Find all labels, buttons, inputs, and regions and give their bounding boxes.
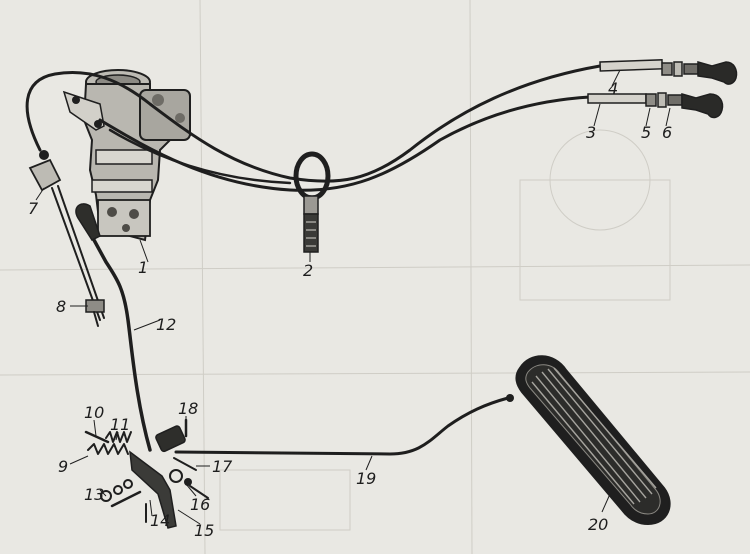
callout-1: 1 (138, 258, 148, 277)
leader-lines (35, 69, 671, 525)
callout-14: 14 (150, 511, 170, 530)
callout-16: 16 (190, 495, 210, 514)
throttle-cable (98, 95, 592, 192)
callout-17: 17 (212, 457, 233, 476)
choke-cable-bracket (28, 150, 105, 321)
pedal-linkage-hardware (84, 418, 209, 529)
callout-4: 4 (608, 79, 618, 98)
pedal-connecting-rod (174, 394, 514, 456)
cable-clamp (293, 151, 331, 253)
callout-7: 7 (28, 199, 39, 218)
lower-knob-assembly (587, 92, 724, 119)
callout-13: 13 (84, 485, 104, 504)
callout-10: 10 (84, 403, 104, 422)
callout-8: 8 (56, 297, 66, 316)
callout-18: 18 (178, 399, 198, 418)
callout-15: 15 (194, 521, 214, 540)
callout-19: 19 (356, 469, 376, 488)
callout-labels: 1 2 3 4 5 6 7 8 9 10 11 12 13 14 15 16 1… (28, 79, 672, 540)
callout-12: 12 (156, 315, 176, 334)
callout-9: 9 (58, 457, 68, 476)
callout-6: 6 (662, 123, 672, 142)
throttle-rod (75, 203, 152, 452)
choke-cable-loop (25, 64, 602, 183)
upper-knob-assembly (599, 59, 738, 85)
callout-3: 3 (586, 123, 596, 142)
callout-20: 20 (588, 515, 608, 534)
rod-clip (85, 299, 105, 327)
callout-2: 2 (303, 261, 313, 280)
callout-5: 5 (641, 123, 651, 142)
callout-11: 11 (110, 415, 130, 434)
accelerator-pedal (515, 355, 671, 526)
